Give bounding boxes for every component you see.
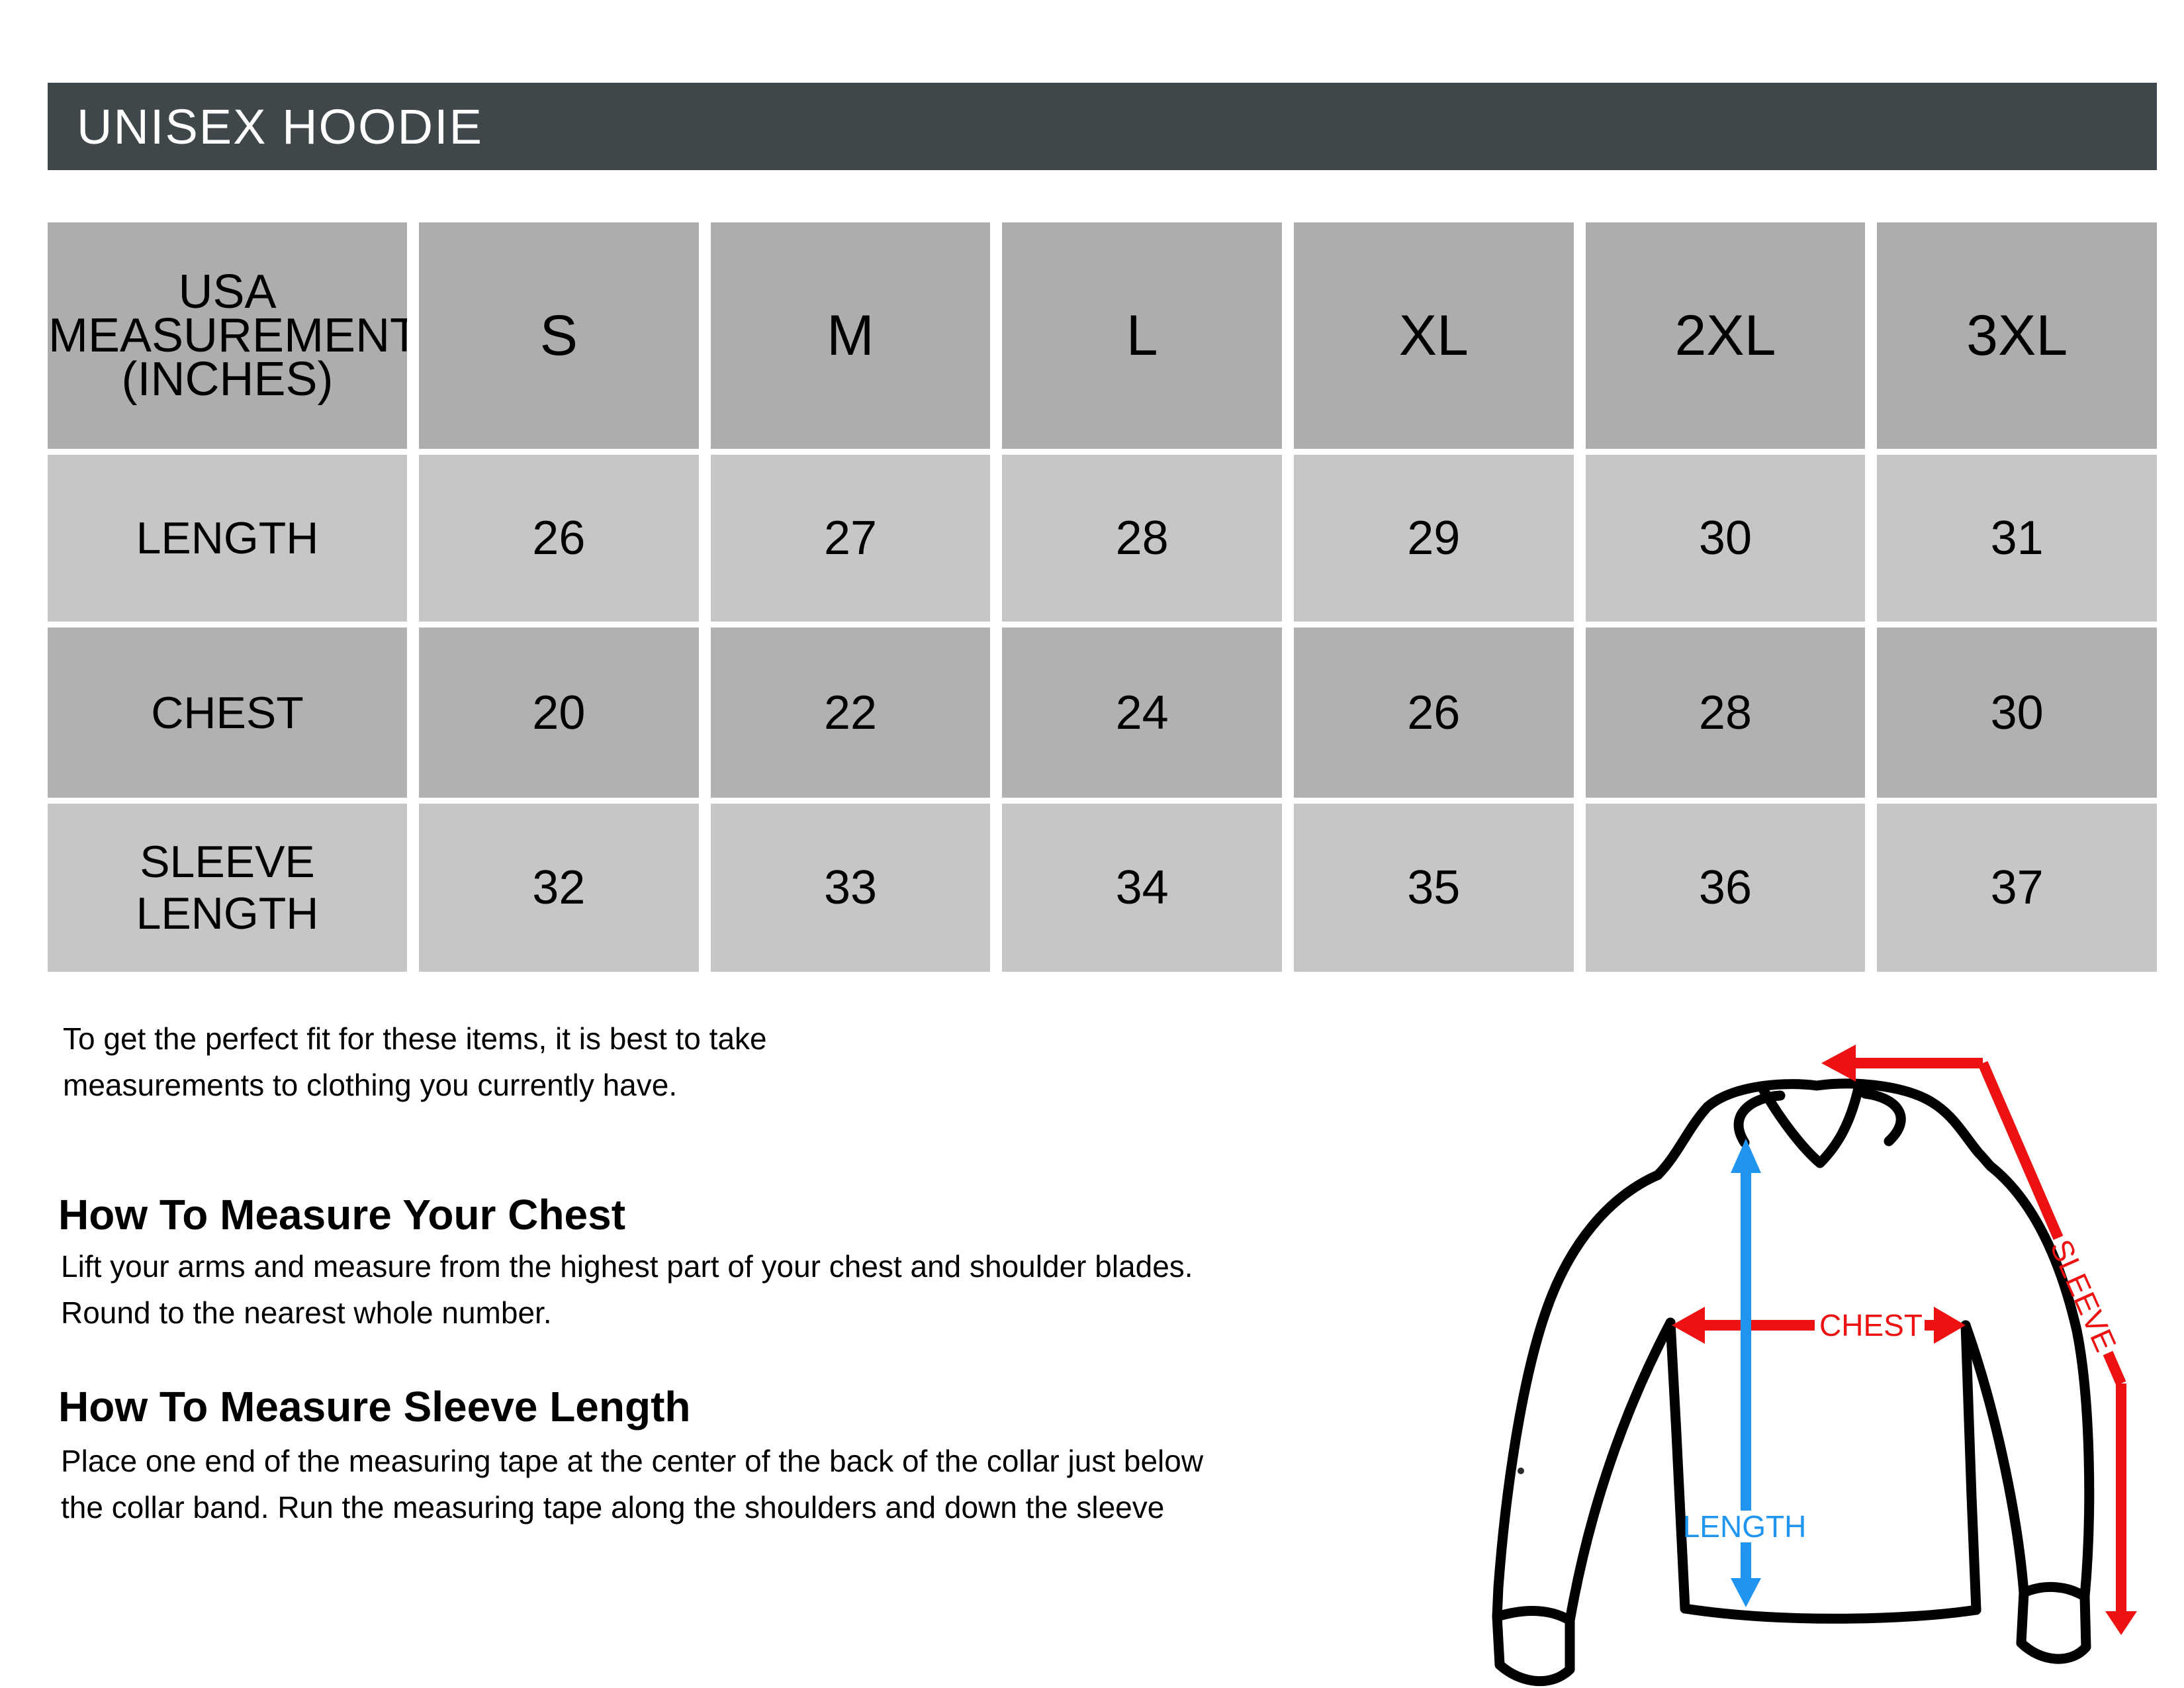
column-header-xl: XL: [1293, 222, 1574, 449]
sleeve-section-heading: How To Measure Sleeve Length: [58, 1383, 691, 1430]
chest-arrowhead-right: [1934, 1307, 1966, 1344]
table-cell: 33: [710, 804, 991, 972]
row-label-chest: CHEST: [48, 628, 407, 798]
corner-line-3: (INCHES): [121, 353, 334, 406]
table-cell: 32: [419, 804, 699, 972]
table-row-chest: CHEST 20 22 24 26 28 30: [48, 628, 2157, 798]
table-cell: 34: [1002, 804, 1282, 972]
chest-paragraph-line-1: Lift your arms and measure from the high…: [61, 1249, 1193, 1284]
table-cell: 30: [1585, 455, 1866, 622]
column-header-l: L: [1002, 222, 1282, 449]
table-cell: 22: [710, 628, 991, 798]
fit-advice-line-2: measurements to clothing you currently h…: [63, 1068, 678, 1102]
table-row-length: LENGTH 26 27 28 29 30 31: [48, 455, 2157, 622]
length-label: LENGTH: [1683, 1509, 1807, 1544]
chest-label: CHEST: [1819, 1308, 1923, 1342]
table-cell: 20: [419, 628, 699, 798]
chest-arrowhead-left: [1672, 1307, 1705, 1344]
corner-line-1: USA: [178, 265, 277, 318]
sleeve-arrowhead-down: [2105, 1611, 2137, 1635]
column-header-m: M: [710, 222, 991, 449]
title-bar: UNISEX HOODIE: [48, 83, 2157, 170]
row-label-sleeve-length: SLEEVE LENGTH: [48, 804, 407, 972]
table-cell: 36: [1585, 804, 1866, 972]
column-header-s: S: [419, 222, 699, 449]
table-cell: 24: [1002, 628, 1282, 798]
column-header-2xl: 2XL: [1585, 222, 1866, 449]
length-measure-arrow: LENGTH: [1683, 1139, 1807, 1607]
length-arrowhead-up: [1731, 1139, 1761, 1173]
table-cell: 27: [710, 455, 991, 622]
fit-advice-line-1: To get the perfect fit for these items, …: [63, 1021, 767, 1056]
chest-section-paragraph: Lift your arms and measure from the high…: [61, 1243, 1193, 1336]
sleeve-section-paragraph: Place one end of the measuring tape at t…: [61, 1438, 1203, 1530]
table-corner-header: USA MEASUREMENTS (INCHES): [48, 222, 407, 449]
chest-measure-arrow: CHEST: [1672, 1307, 1966, 1344]
page-title: UNISEX HOODIE: [77, 99, 483, 154]
hoodie-measurement-diagram: SLEEVE CHEST LENGTH: [1492, 1045, 2137, 1687]
sleeve-paragraph-line-2: the collar band. Run the measuring tape …: [61, 1490, 1165, 1524]
sleeve-paragraph-line-1: Place one end of the measuring tape at t…: [61, 1444, 1204, 1478]
table-cell: 29: [1293, 455, 1574, 622]
table-cell: 37: [1877, 804, 2157, 972]
hoodie-outline-drawing: [1492, 1078, 2095, 1687]
chest-section-heading: How To Measure Your Chest: [58, 1191, 626, 1239]
length-arrowhead-down: [1731, 1578, 1761, 1607]
row-label-length: LENGTH: [48, 455, 407, 622]
fit-advice-paragraph: To get the perfect fit for these items, …: [63, 1015, 767, 1108]
stray-dot: [1518, 1468, 1524, 1474]
table-cell: 26: [1293, 628, 1574, 798]
table-cell: 28: [1585, 628, 1866, 798]
right-collar-curl: [1860, 1088, 1906, 1147]
table-cell: 31: [1877, 455, 2157, 622]
table-header-row: USA MEASUREMENTS (INCHES) S M L XL 2XL 3…: [48, 222, 2157, 449]
table-cell: 35: [1293, 804, 1574, 972]
hood-v-opening: [1756, 1082, 1864, 1168]
sleeve-label: SLEEVE: [2044, 1235, 2123, 1357]
sleeve-arrowhead-left: [1821, 1045, 1856, 1082]
table-cell: 30: [1877, 628, 2157, 798]
table-cell: 26: [419, 455, 699, 622]
table-row-sleeve-length: SLEEVE LENGTH 32 33 34 35 36 37: [48, 804, 2157, 972]
table-cell: 28: [1002, 455, 1282, 622]
corner-line-2: MEASUREMENTS: [48, 309, 407, 362]
chest-paragraph-line-2: Round to the nearest whole number.: [61, 1295, 552, 1330]
size-table: USA MEASUREMENTS (INCHES) S M L XL 2XL 3…: [36, 216, 2169, 978]
column-header-3xl: 3XL: [1877, 222, 2157, 449]
